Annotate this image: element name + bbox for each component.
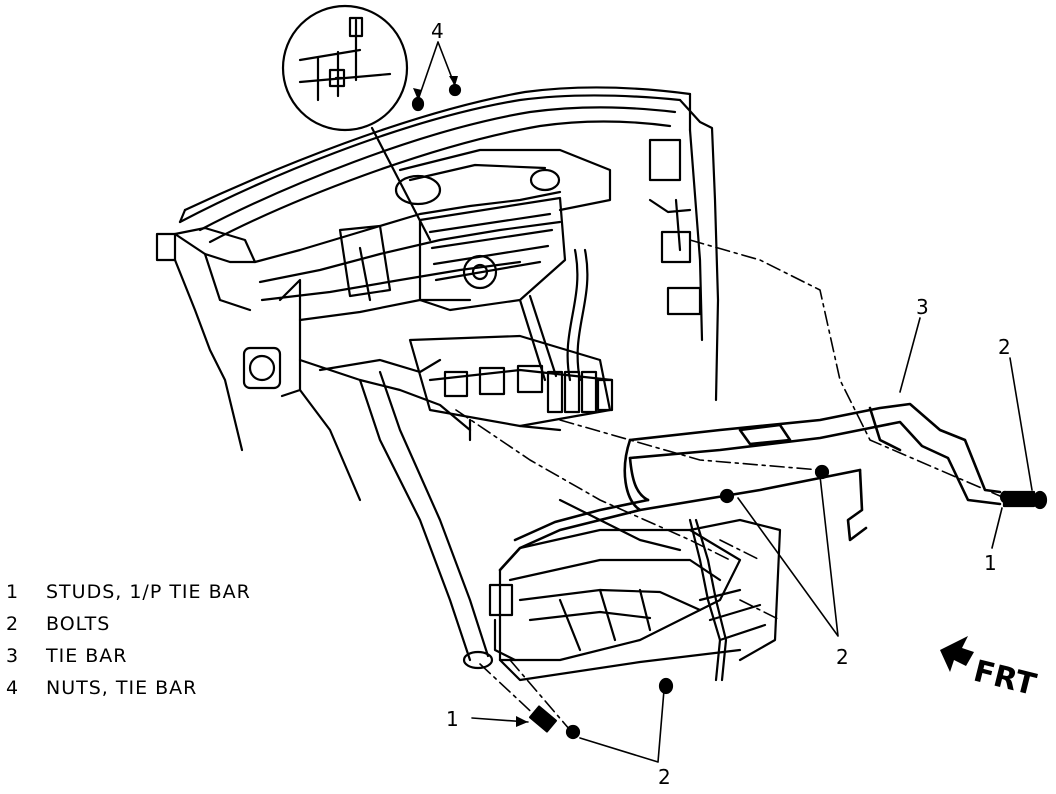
legend-item: 3 TIE BAR — [6, 645, 128, 667]
legend-number: 3 — [6, 645, 19, 667]
legend-number: 2 — [6, 613, 19, 635]
callout-2-bottom: 2 — [658, 765, 671, 789]
tie-bar — [498, 402, 1002, 572]
callout-1-right: 1 — [984, 551, 997, 575]
front-direction-indicator: FRT — [940, 636, 1040, 703]
legend-item: 2 BOLTS — [6, 613, 110, 635]
callout-2-center: 2 — [836, 645, 849, 669]
left-support-leg — [298, 370, 494, 670]
front-arrow-icon — [940, 636, 974, 672]
front-label: FRT — [970, 654, 1040, 703]
leader-arrowheads — [413, 76, 528, 727]
legend-item: 4 NUTS, TIE BAR — [6, 677, 197, 699]
callout-1-bottom: 1 — [446, 707, 459, 731]
legend-number: 4 — [6, 677, 19, 699]
callout-3: 3 — [916, 295, 929, 319]
legend-text: NUTS, TIE BAR — [46, 677, 197, 699]
leader-lines — [417, 41, 1033, 763]
legend-text: BOLTS — [46, 613, 110, 635]
legend-number: 1 — [6, 581, 19, 603]
legend-text: TIE BAR — [45, 645, 128, 667]
callout-4: 4 — [431, 19, 444, 43]
legend: 1 STUDS, 1/P TIE BAR 2 BOLTS 3 TIE BAR 4… — [6, 581, 251, 699]
glove-box-bracket — [488, 498, 782, 682]
callout-numbers: 4 3 2 1 2 1 2 — [431, 19, 1011, 789]
alignment-lines — [455, 239, 1001, 731]
detail-view-circle — [281, 4, 432, 242]
callout-2-right: 2 — [998, 335, 1011, 359]
legend-text: STUDS, 1/P TIE BAR — [46, 581, 251, 603]
fasteners — [411, 83, 1048, 740]
instrument-panel-body — [155, 86, 720, 452]
legend-item: 1 STUDS, 1/P TIE BAR — [6, 581, 251, 603]
